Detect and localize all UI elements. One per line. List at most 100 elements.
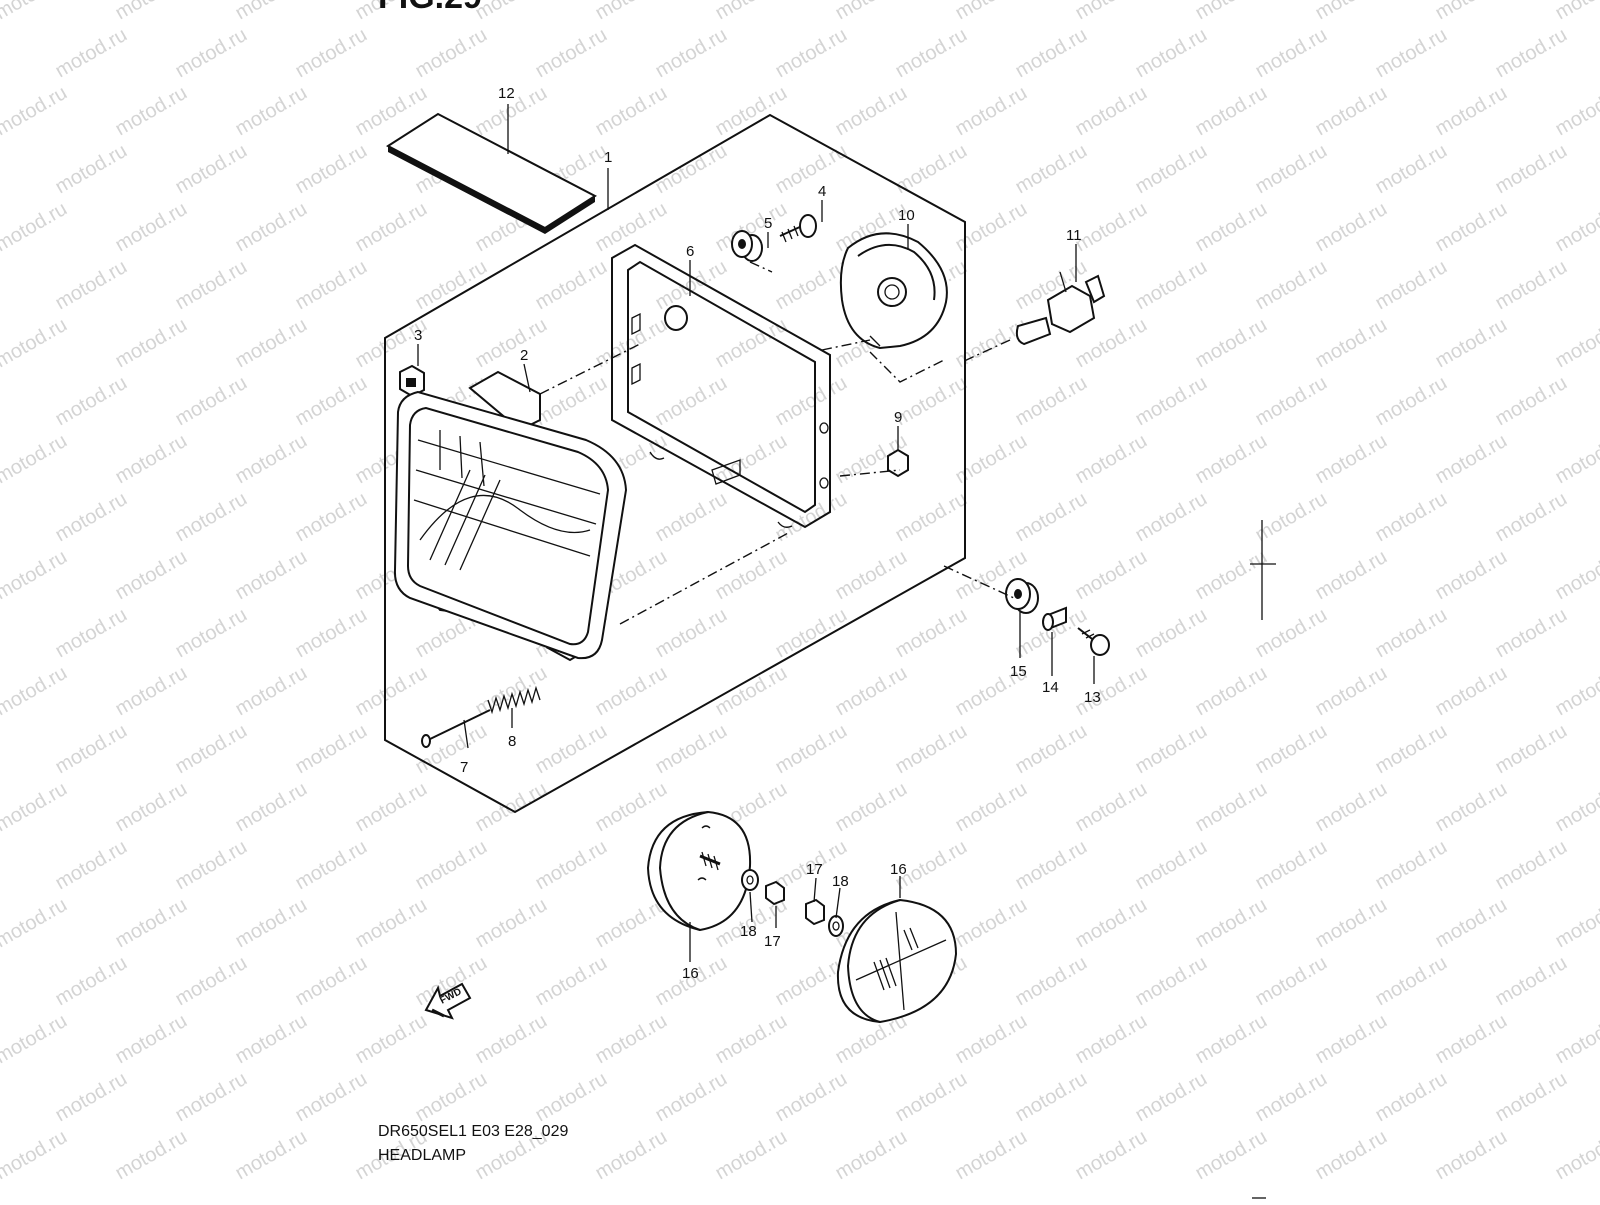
part-18-washer-left xyxy=(742,870,758,890)
watermark-text: motod.ru xyxy=(0,314,71,373)
watermark-text: motod.ru xyxy=(1552,1126,1600,1185)
watermark-text: motod.ru xyxy=(772,488,851,547)
watermark-text: motod.ru xyxy=(1252,1068,1331,1127)
watermark-text: motod.ru xyxy=(172,1068,251,1127)
watermark-text: motod.ru xyxy=(0,1126,71,1185)
watermark-text: motod.ru xyxy=(772,256,851,315)
watermark-text: motod.ru xyxy=(1132,1068,1211,1127)
watermark-text: motod.ru xyxy=(712,1126,791,1185)
watermark-text: motod.ru xyxy=(712,82,791,141)
watermark-text: motod.ru xyxy=(472,662,551,721)
watermark-text: motod.ru xyxy=(232,0,311,24)
watermark-text: motod.ru xyxy=(1552,778,1600,837)
watermark-text: motod.ru xyxy=(592,1126,671,1185)
watermark-text: motod.ru xyxy=(772,372,851,431)
watermark-text: motod.ru xyxy=(532,1068,611,1127)
watermark-text: motod.ru xyxy=(592,1010,671,1069)
watermark-text: motod.ru xyxy=(112,662,191,721)
watermark-text: motod.ru xyxy=(0,894,71,953)
watermark-text: motod.ru xyxy=(1432,894,1511,953)
watermark-text: motod.ru xyxy=(1552,1010,1600,1069)
watermark-text: motod.ru xyxy=(1192,198,1271,257)
watermark-text: motod.ru xyxy=(112,1126,191,1185)
watermark-text: motod.ru xyxy=(832,0,911,24)
callout-6: 6 xyxy=(686,243,694,260)
watermark-text: motod.ru xyxy=(292,372,371,431)
watermark-text: motod.ru xyxy=(1012,488,1091,547)
watermark-text: motod.ru xyxy=(1492,720,1571,779)
watermark-text: motod.ru xyxy=(52,256,131,315)
watermark-text: motod.ru xyxy=(412,1068,491,1127)
watermark-text: motod.ru xyxy=(652,140,731,199)
watermark-text: motod.ru xyxy=(952,430,1031,489)
watermark-text: motod.ru xyxy=(472,1010,551,1069)
watermark-text: motod.ru xyxy=(232,430,311,489)
watermark-text: motod.ru xyxy=(712,662,791,721)
watermark-text: motod.ru xyxy=(1192,314,1271,373)
watermark-text: motod.ru xyxy=(112,778,191,837)
watermark-text: motod.ru xyxy=(1372,604,1451,663)
watermark-text: motod.ru xyxy=(892,1068,971,1127)
callout-9: 9 xyxy=(894,409,902,426)
watermark-text: motod.ru xyxy=(892,140,971,199)
watermark-text: motod.ru xyxy=(1432,1010,1511,1069)
part-15-grommet xyxy=(1006,579,1038,613)
callout-14: 14 xyxy=(1042,679,1059,696)
watermark-text: motod.ru xyxy=(1552,314,1600,373)
watermark-text: motod.ru xyxy=(1192,1010,1271,1069)
watermark-text: motod.ru xyxy=(832,1126,911,1185)
watermark-text: motod.ru xyxy=(1432,1126,1511,1185)
watermark-text: motod.ru xyxy=(0,82,71,141)
callout-10: 10 xyxy=(898,207,915,224)
watermark-text: motod.ru xyxy=(652,604,731,663)
watermark-text: motod.ru xyxy=(172,952,251,1011)
watermark-text: motod.ru xyxy=(1072,82,1151,141)
watermark-text: motod.ru xyxy=(52,140,131,199)
watermark-text: motod.ru xyxy=(652,488,731,547)
watermark-text: motod.ru xyxy=(292,604,371,663)
watermark-text: motod.ru xyxy=(1552,82,1600,141)
callout-2: 2 xyxy=(520,347,528,364)
watermark-text: motod.ru xyxy=(892,488,971,547)
watermark-text: motod.ru xyxy=(1492,488,1571,547)
watermark-text: motod.ru xyxy=(232,662,311,721)
watermark-text: motod.ru xyxy=(172,372,251,431)
watermark-text: motod.ru xyxy=(892,24,971,83)
watermark-text: motod.ru xyxy=(172,140,251,199)
watermark-text: motod.ru xyxy=(1012,140,1091,199)
part-3-nut xyxy=(400,366,424,396)
watermark-text: motod.ru xyxy=(1072,198,1151,257)
watermark-text: motod.ru xyxy=(292,952,371,1011)
watermark-text: motod.ru xyxy=(1252,488,1331,547)
watermark-text: motod.ru xyxy=(1192,546,1271,605)
watermark-text: motod.ru xyxy=(1132,24,1211,83)
watermark-text: motod.ru xyxy=(412,24,491,83)
watermark-text: motod.ru xyxy=(1372,952,1451,1011)
watermark-text: motod.ru xyxy=(772,604,851,663)
watermark-text: motod.ru xyxy=(1372,140,1451,199)
watermark-text: motod.ru xyxy=(1252,256,1331,315)
watermark-text: motod.ru xyxy=(52,372,131,431)
watermark-text: motod.ru xyxy=(1132,952,1211,1011)
watermark-text: motod.ru xyxy=(1552,430,1600,489)
watermark-text: motod.ru xyxy=(1132,256,1211,315)
watermark-text: motod.ru xyxy=(52,488,131,547)
watermark-text: motod.ru xyxy=(292,24,371,83)
watermark-text: motod.ru xyxy=(532,836,611,895)
part-13-screw xyxy=(1078,628,1109,655)
watermark-text: motod.ru xyxy=(772,24,851,83)
watermark-text: motod.ru xyxy=(712,314,791,373)
watermark-text: motod.ru xyxy=(1312,778,1391,837)
watermark-text: motod.ru xyxy=(52,604,131,663)
watermark-text: motod.ru xyxy=(112,546,191,605)
watermark-text: motod.ru xyxy=(532,952,611,1011)
watermark-text: motod.ru xyxy=(232,546,311,605)
watermark-text: motod.ru xyxy=(1492,836,1571,895)
watermark-text: motod.ru xyxy=(172,24,251,83)
watermark-text: motod.ru xyxy=(1072,1010,1151,1069)
watermark-text: motod.ru xyxy=(592,778,671,837)
watermark-text: motod.ru xyxy=(1432,0,1511,24)
watermark-text: motod.ru xyxy=(652,24,731,83)
